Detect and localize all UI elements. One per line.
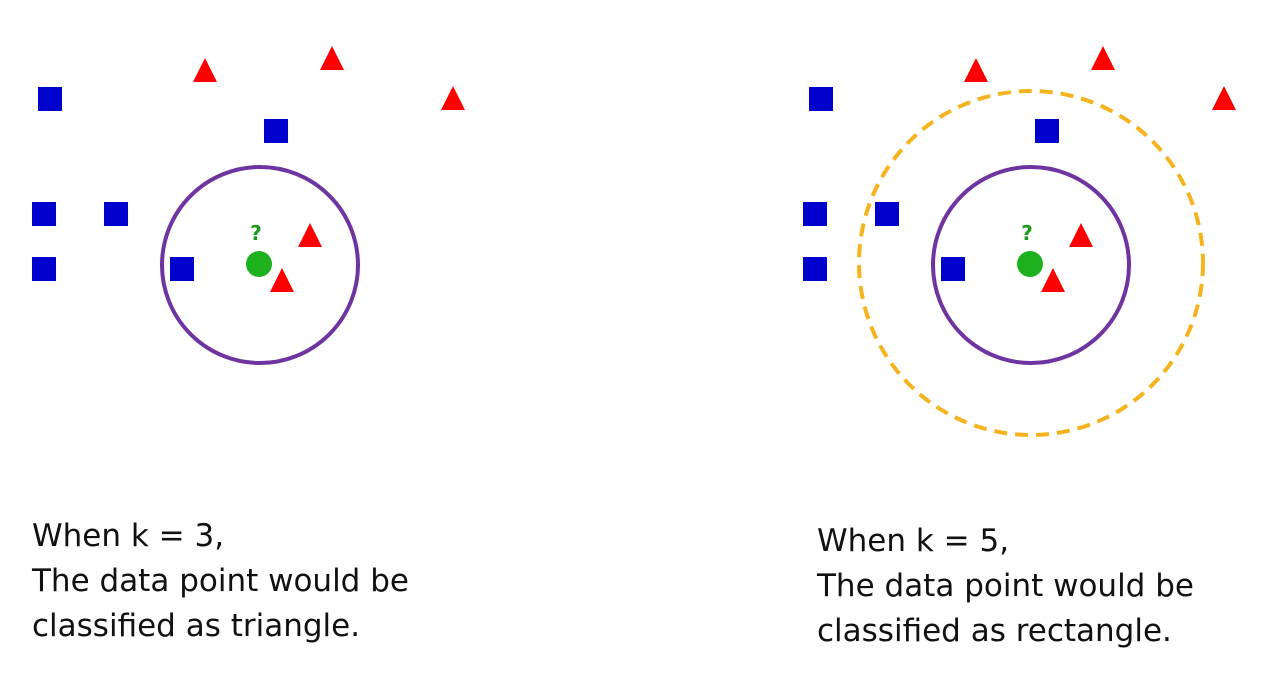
knn-diagram-k3: ? — [32, 46, 465, 365]
square-point — [803, 202, 827, 226]
square-point — [32, 202, 56, 226]
k3-neighborhood-circle — [931, 165, 1131, 365]
caption-line-statement: The data point would be — [817, 568, 1194, 604]
query-question-mark: ? — [1021, 221, 1033, 245]
triangle-point — [441, 86, 465, 110]
square-point — [38, 87, 62, 111]
caption-line-result: classified as rectangle. — [817, 613, 1172, 649]
triangle-point — [270, 268, 294, 292]
square-point — [1035, 119, 1059, 143]
panel-k3: ? When k = 3, The data point would be cl… — [0, 0, 640, 685]
query-point — [246, 251, 272, 277]
caption-line-statement: The data point would be — [32, 563, 409, 599]
square-point — [32, 257, 56, 281]
triangle-point — [320, 46, 344, 70]
triangle-point — [964, 58, 988, 82]
triangle-point — [1212, 86, 1236, 110]
panel-k5: ? When k = 5, The data point would be cl… — [770, 0, 1285, 685]
knn-diagram-k5: ? — [803, 46, 1236, 437]
caption-k3: When k = 3, The data point would be clas… — [32, 514, 409, 649]
query-point — [1017, 251, 1043, 277]
caption-line-result: classified as triangle. — [32, 608, 361, 644]
triangle-point — [193, 58, 217, 82]
query-question-mark: ? — [250, 221, 262, 245]
caption-line-k: When k = 3, — [32, 518, 225, 554]
k5-neighborhood-circle — [857, 89, 1205, 437]
square-point — [264, 119, 288, 143]
square-point — [170, 257, 194, 281]
square-point — [803, 257, 827, 281]
square-point — [875, 202, 899, 226]
k3-neighborhood-circle — [160, 165, 360, 365]
caption-line-k: When k = 5, — [817, 523, 1010, 559]
square-point — [104, 202, 128, 226]
caption-k5: When k = 5, The data point would be clas… — [817, 519, 1194, 654]
triangle-point — [1069, 223, 1093, 247]
square-point — [809, 87, 833, 111]
square-point — [941, 257, 965, 281]
triangle-point — [1041, 268, 1065, 292]
triangle-point — [298, 223, 322, 247]
triangle-point — [1091, 46, 1115, 70]
